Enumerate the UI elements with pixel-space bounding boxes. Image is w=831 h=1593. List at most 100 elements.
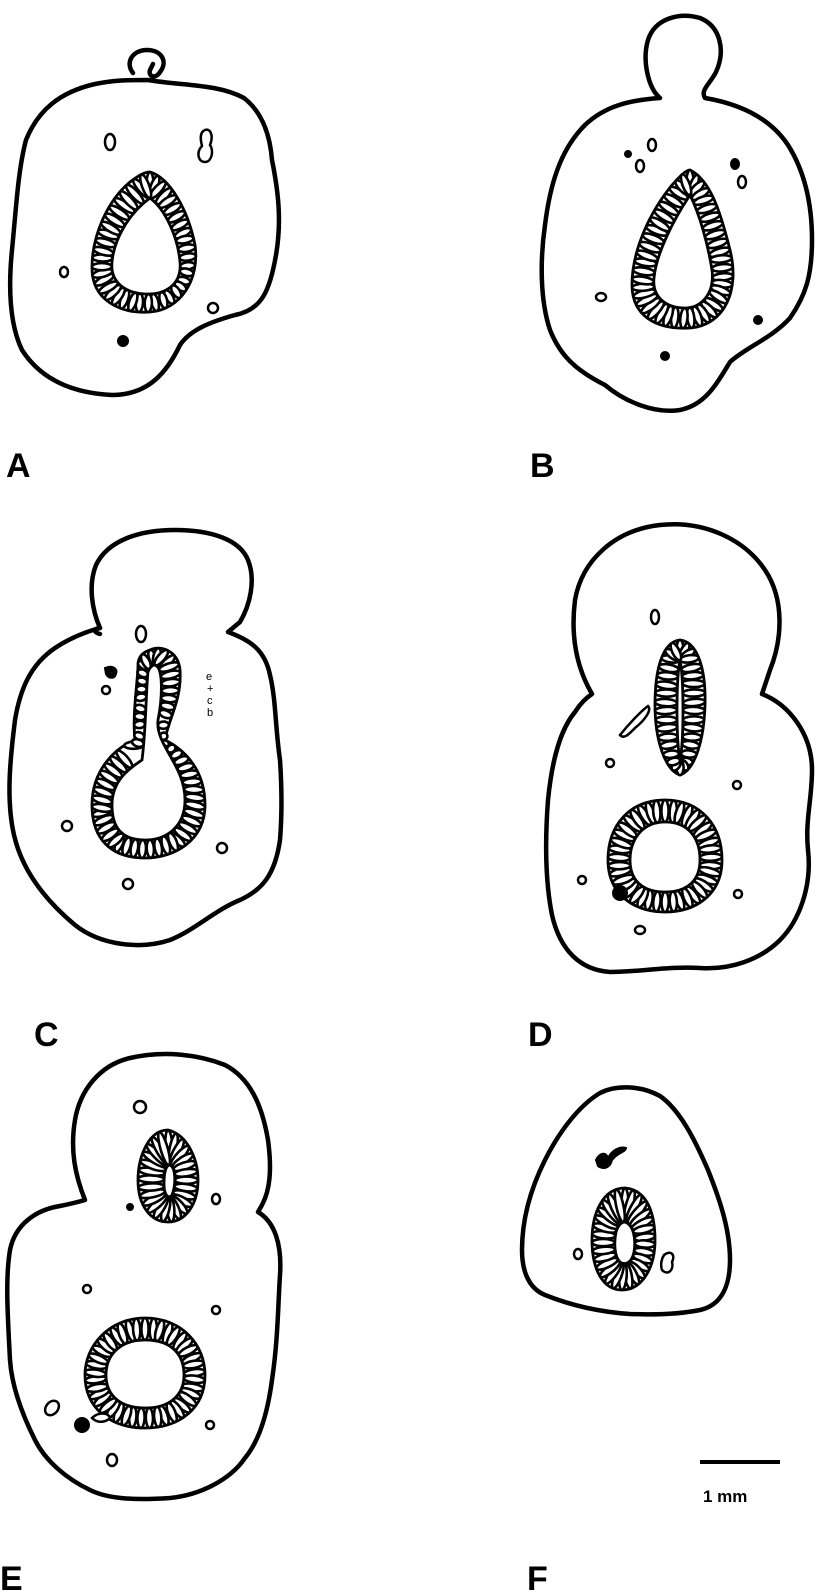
vessel-b8 <box>661 352 669 360</box>
scale-bar: 1 mm <box>700 1462 780 1506</box>
vessel-e9 <box>206 1421 214 1429</box>
upper-epithelium-d <box>655 640 706 775</box>
panel-label-b: B <box>530 447 555 485</box>
panel-c: e + c b C <box>9 530 281 1054</box>
panel-a: A <box>6 50 279 485</box>
epithelial-cell <box>658 733 678 741</box>
vessel-d8 <box>635 926 645 934</box>
vessel-b7 <box>754 316 762 324</box>
annotation-c-line-3: c <box>207 695 213 707</box>
lower-epithelium-e <box>85 1318 206 1428</box>
panel-label-c: C <box>34 1016 59 1054</box>
vessel-d3 <box>606 759 614 767</box>
epithelial-cell <box>133 1318 141 1340</box>
vessel-c3 <box>102 686 110 694</box>
epithelial-cell <box>144 294 152 312</box>
lumen-e-upper <box>164 1165 175 1197</box>
vessel-b4 <box>731 159 739 169</box>
vessel-e1 <box>134 1101 146 1113</box>
vessel-b5 <box>738 176 746 188</box>
epithelial-cell <box>592 1239 615 1246</box>
lumen-d-lower <box>630 822 700 892</box>
vessel-e7 <box>75 1418 89 1432</box>
vessel-b1 <box>625 151 631 157</box>
vessel-d6 <box>734 890 742 898</box>
vessel-e10 <box>107 1454 117 1466</box>
vessel-d7 <box>613 886 627 900</box>
epithelial-cell <box>682 680 704 688</box>
lumen-f <box>615 1222 635 1264</box>
vessel-e6 <box>42 1398 61 1418</box>
section-outline-e <box>7 1054 280 1499</box>
panel-f: F <box>522 1087 730 1593</box>
vessel-a5 <box>118 336 128 346</box>
panel-label-e: E <box>0 1560 23 1593</box>
epithelial-ring-a <box>92 172 197 312</box>
epithelial-cell <box>683 716 704 724</box>
vessel-b6 <box>596 293 606 301</box>
epithelial-cell <box>608 862 630 869</box>
panel-d: D <box>528 524 812 1054</box>
vessel-d2 <box>620 706 649 737</box>
epithelial-cell <box>656 716 677 723</box>
vessel-a2 <box>198 130 212 162</box>
panel-label-d: D <box>528 1016 553 1054</box>
epithelial-cell <box>683 689 705 697</box>
epithelial-cell <box>655 706 677 714</box>
epithelial-cell <box>655 698 677 707</box>
epithelial-cell <box>661 800 668 822</box>
vessel-d1 <box>651 610 659 624</box>
lumen-e-lower <box>106 1340 184 1408</box>
annotation-c-line-4: b <box>207 707 213 719</box>
epithelial-cell <box>652 800 661 823</box>
notch-c-left <box>95 628 100 634</box>
vessel-d4 <box>733 781 741 789</box>
vessel-f2 <box>574 1249 582 1259</box>
vessel-e5 <box>212 1306 220 1314</box>
epithelial-ring-b <box>632 170 734 329</box>
vessel-f1 <box>596 1147 626 1168</box>
epithelial-cell <box>179 252 196 261</box>
epithelial-cell <box>153 1407 162 1428</box>
vessel-d5 <box>578 876 586 884</box>
epithelial-cell <box>679 308 688 329</box>
vessel-e2 <box>127 1204 133 1210</box>
epithelial-cell <box>700 853 722 861</box>
vessel-c1 <box>136 626 146 642</box>
upper-epithelium-e <box>138 1130 198 1222</box>
epithelial-cell <box>663 750 679 759</box>
epithelial-cell <box>682 733 701 741</box>
epithelial-cell <box>710 254 732 263</box>
vessel-c4 <box>62 821 72 831</box>
vessel-c6 <box>123 879 133 889</box>
epithelial-cell <box>608 853 630 861</box>
epithelial-ring-c <box>91 647 205 858</box>
panel-label-a: A <box>6 447 31 485</box>
vessel-b2 <box>648 139 656 151</box>
epithelial-cell <box>655 689 677 697</box>
vessel-b3 <box>636 160 644 172</box>
vessel-c2 <box>105 667 116 678</box>
scale-bar-label: 1 mm <box>703 1487 747 1506</box>
annotation-c-line-2: + <box>207 683 213 695</box>
vessel-a4 <box>208 303 218 313</box>
epithelial-ring-f <box>592 1188 655 1290</box>
panel-label-f: F <box>527 1560 548 1593</box>
annotation-c-line-1: e <box>206 671 212 683</box>
epithelial-cell <box>712 263 734 272</box>
vessel-e8 <box>92 1414 110 1422</box>
epithelial-cell <box>661 892 668 912</box>
lumen-d-upper <box>677 660 683 760</box>
vessel-f3 <box>661 1253 673 1273</box>
epithelial-cell <box>682 723 703 732</box>
annotation-c: e + c b <box>206 671 213 719</box>
panel-b: B <box>530 16 812 485</box>
epithelial-cell <box>141 1318 148 1340</box>
epithelial-cell <box>146 840 154 858</box>
panel-e: E <box>0 1054 280 1593</box>
vessel-c5 <box>217 843 227 853</box>
epithelial-cell <box>138 1183 164 1191</box>
epithelial-cell <box>184 786 204 794</box>
epithelial-cell <box>669 891 677 911</box>
